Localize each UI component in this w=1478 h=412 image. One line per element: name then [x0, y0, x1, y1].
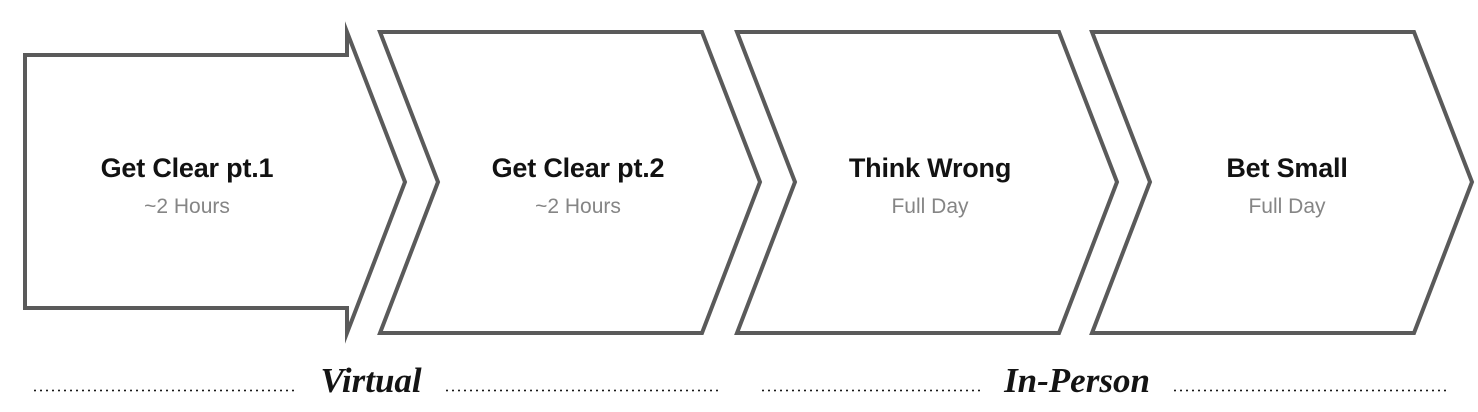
arrow-shape-get-clear-pt2[interactable]: [380, 32, 760, 333]
arrow-shape-get-clear-pt1[interactable]: [25, 32, 405, 333]
mode-label-in-person: In-Person: [1004, 360, 1150, 400]
mode-label-virtual: Virtual: [320, 360, 422, 400]
mode-group-virtual: Virtual: [32, 346, 718, 412]
mode-group-in-person: In-Person: [760, 346, 1450, 412]
dotted-rule-right: [1172, 388, 1450, 392]
delivery-mode-legend: Virtual In-Person: [0, 346, 1478, 412]
dotted-rule-left: [760, 388, 982, 392]
dotted-rule-left: [32, 388, 299, 392]
arrow-shape-think-wrong[interactable]: [737, 32, 1117, 333]
arrow-shape-bet-small[interactable]: [1092, 32, 1472, 333]
dotted-rule-right: [443, 388, 718, 392]
